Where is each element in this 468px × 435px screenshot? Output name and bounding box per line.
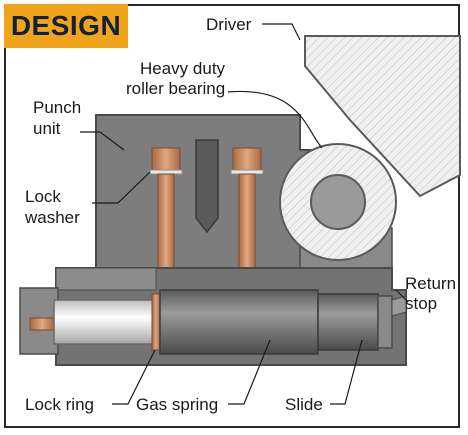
label-lock-washer-line2: washer (24, 208, 80, 227)
label-lock-washer-line1: Lock (25, 187, 61, 206)
driver-block (304, 35, 461, 198)
label-punch-line1: Punch (33, 98, 81, 117)
label-slide: Slide (285, 395, 323, 414)
return-stop (377, 295, 407, 349)
lock-ring (151, 293, 161, 351)
piston-rod (53, 299, 157, 345)
label-bearing-line1: Heavy duty (140, 59, 226, 78)
roller-bearing (279, 143, 397, 261)
center-pilot (195, 139, 219, 234)
label-driver: Driver (206, 15, 252, 34)
label-return-stop-line2: stop (405, 294, 437, 313)
label-bearing-line2: roller bearing (126, 79, 225, 98)
label-return-stop-line1: Return (405, 274, 456, 293)
label-lock-ring: Lock ring (25, 395, 94, 414)
design-tag: DESIGN (4, 4, 128, 48)
gas-spring (159, 289, 379, 355)
left-retainer (19, 287, 59, 355)
label-punch-line2: unit (33, 119, 61, 138)
label-gas-spring: Gas spring (136, 395, 218, 414)
leader-lines (80, 23, 409, 405)
